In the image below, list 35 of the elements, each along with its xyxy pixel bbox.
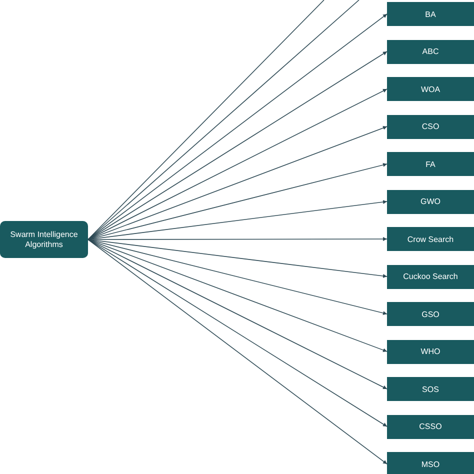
node-label: GSO [422, 310, 440, 318]
algorithm-box [387, 414, 474, 438]
arrow [88, 239, 388, 278]
node-label: CSSO [419, 422, 442, 431]
arrow [88, 239, 388, 390]
algorithm-box [387, 152, 474, 176]
node-label: WOA [420, 84, 440, 94]
root-node-box [0, 221, 88, 258]
node-label: FA [426, 160, 436, 168]
arrow [88, 239, 388, 427]
node-label: GWO [420, 197, 440, 206]
node-label: MSO [421, 460, 440, 468]
algorithm-box [387, 227, 474, 251]
algorithm-box [387, 2, 474, 26]
algorithm-box [387, 452, 474, 474]
algorithm-box [387, 264, 474, 288]
algorithm-box [387, 340, 474, 364]
node-label: Crow Search [407, 234, 454, 244]
node-label: BA [425, 10, 436, 18]
algorithm-box [387, 190, 474, 214]
algorithm-box [387, 114, 474, 138]
node-label: ABC [422, 47, 439, 56]
algorithm-box [387, 77, 474, 101]
arrow [88, 239, 388, 315]
node-label: Swarm Intelligence Algorithms [9, 230, 79, 250]
arrow [88, 239, 388, 464]
arrow [88, 163, 388, 240]
node-label: SOS [422, 384, 439, 394]
arrow [88, 200, 388, 240]
node-label: CSO [422, 122, 440, 131]
algorithm-box [387, 302, 474, 326]
node-label: WHO [420, 347, 440, 356]
algorithm-box [387, 377, 474, 401]
node-label: Cuckoo Search [403, 272, 458, 281]
algorithm-box [387, 40, 474, 64]
